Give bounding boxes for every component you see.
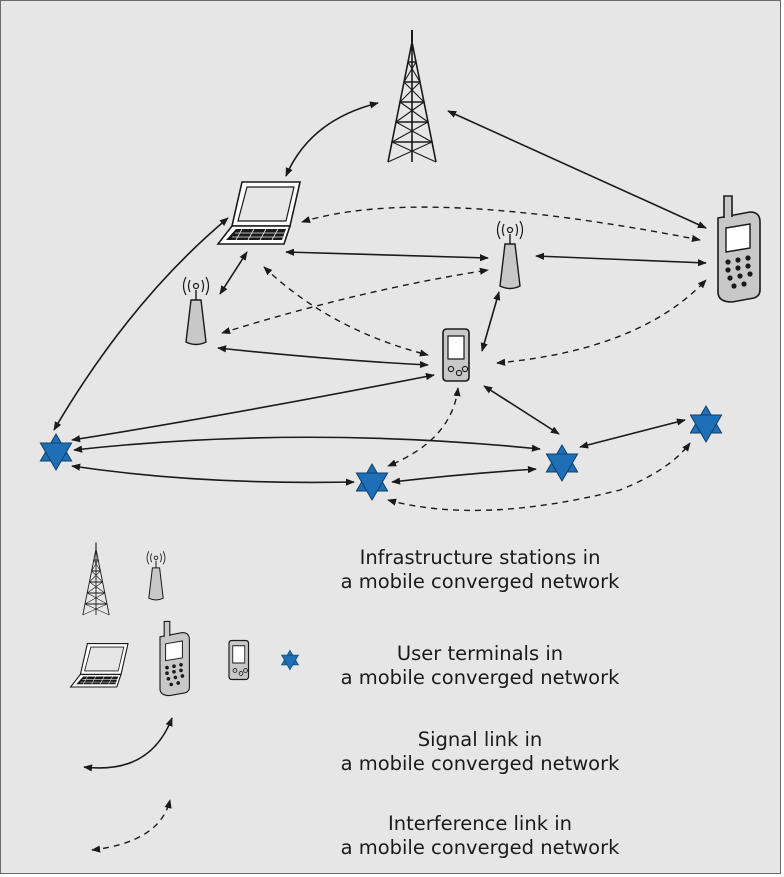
signal-link-star-mid-star-right <box>391 465 537 485</box>
legend-infrastructure-label: Infrastructure stations in a mobile conv… <box>290 546 670 594</box>
legend-infrastructure-line2: a mobile converged network <box>340 570 620 593</box>
laptop-icon <box>217 181 301 245</box>
legend-terminal-icons <box>70 620 299 697</box>
pda-icon <box>228 639 250 681</box>
laptop-icon <box>70 643 129 688</box>
legend-interference-line1: Interference link in <box>388 812 572 835</box>
tower-icon <box>82 541 110 616</box>
access-point-icon <box>182 276 210 346</box>
legend-terminals-line2: a mobile converged network <box>340 666 620 689</box>
star-terminal-icon <box>355 463 389 501</box>
interference-link-pda-phone <box>496 279 707 366</box>
interference-link-ap1-ap2 <box>221 267 489 335</box>
legend-interference-line2: a mobile converged network <box>340 836 620 859</box>
legend-interference-label: Interference link in a mobile converged … <box>290 812 670 860</box>
legend-terminals-label: User terminals in a mobile converged net… <box>290 642 670 690</box>
interference-link-star-mid-star-far <box>387 442 691 512</box>
signal-link-star-left-pda <box>71 373 435 443</box>
legend-signal-label: Signal link in a mobile converged networ… <box>290 728 670 776</box>
signal-link-star-left-star-mid <box>71 463 355 486</box>
access-point-icon <box>146 550 166 601</box>
legend-signal-line2: a mobile converged network <box>340 752 620 775</box>
legend-signal-line1: Signal link in <box>417 728 543 751</box>
legend-interference-link-sample <box>91 799 172 853</box>
cell-tower-icon <box>387 29 437 163</box>
signal-link-tower-laptop <box>285 101 379 177</box>
star-terminal-icon <box>689 405 723 443</box>
signal-link-pda-star-right <box>483 385 560 435</box>
interference-link-laptop-phone <box>301 206 701 242</box>
star-terminal-icon <box>39 433 73 471</box>
signal-link-ap1-pda <box>217 345 429 369</box>
signal-link-ap2-pda <box>480 291 501 352</box>
signal-link-star-right-star-far <box>579 418 686 449</box>
phone-icon <box>717 195 761 303</box>
star-terminal-icon <box>545 444 579 482</box>
signal-link-laptop-ap1 <box>219 251 248 295</box>
legend-infrastructure-line1: Infrastructure stations in <box>359 546 601 569</box>
access-point-icon <box>496 220 524 290</box>
signal-link-star-left-star-right <box>73 436 541 453</box>
signal-link-laptop-ap2 <box>285 248 489 262</box>
legend-infrastructure-icons <box>82 541 166 616</box>
signal-link-tower-phone <box>447 110 707 229</box>
interference-link-laptop-pda <box>263 266 429 357</box>
legend-terminals-line1: User terminals in <box>396 642 564 665</box>
signal-link-ap2-phone <box>535 252 707 267</box>
phone-icon <box>159 620 190 697</box>
pda-icon <box>442 328 470 382</box>
interference-link-pda-star-mid <box>387 387 461 467</box>
legend-signal-link-sample <box>83 717 173 772</box>
